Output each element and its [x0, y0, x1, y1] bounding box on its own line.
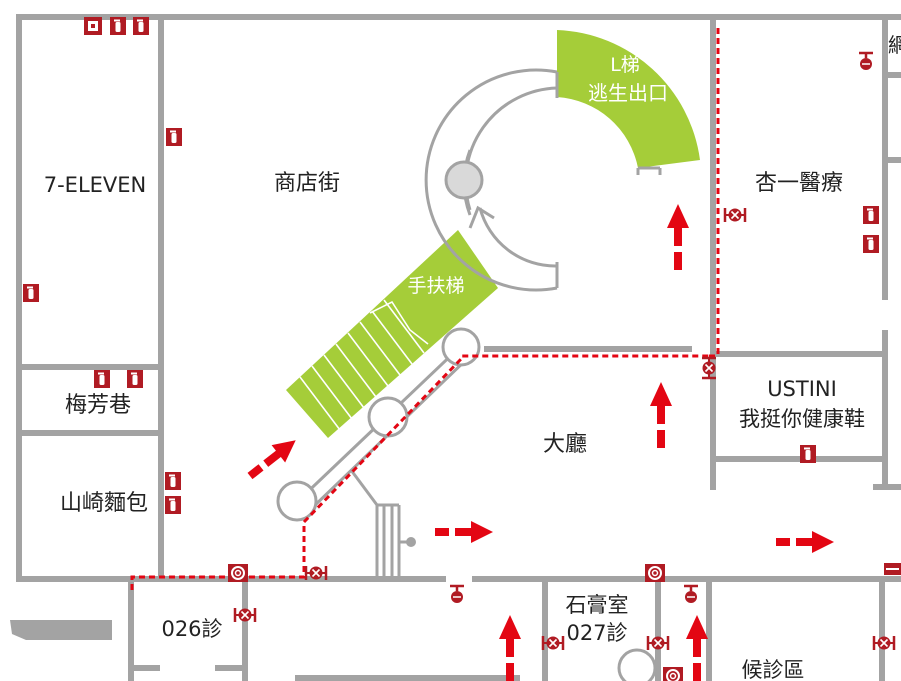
label-xingyi-clinic: 杏一醫療 — [755, 171, 843, 196]
stair-l-zone — [557, 30, 700, 168]
label-seven-eleven: 7-ELEVEN — [44, 173, 147, 197]
label-ustini: USTINI — [767, 377, 837, 401]
escape-route — [130, 28, 720, 590]
label-ustini-sub: 我挺你健康鞋 — [739, 407, 865, 431]
label-stair-l: L梯 — [610, 54, 640, 76]
fire-alarm-panel-icon — [84, 17, 102, 35]
label-yamazaki-bakery: 山崎麵包 — [60, 491, 148, 516]
evacuation-arrow-icon — [243, 204, 834, 681]
label-clinic-026: 026診 — [161, 617, 222, 641]
label-hall: 大廳 — [543, 432, 587, 457]
label-escape-exit: 逃生出口 — [588, 81, 668, 105]
label-plaster-room: 石膏室 — [566, 593, 629, 617]
label-waiting-area: 候診區 — [742, 658, 805, 681]
escalator-zone — [286, 230, 498, 438]
label-clinic-027: 027診 — [566, 621, 627, 645]
escalator-steps — [299, 299, 429, 431]
label-shopping-street: 商店街 — [274, 171, 340, 196]
label-edge-partial: 網 — [888, 33, 901, 57]
label-meifang-lane: 梅芳巷 — [65, 393, 131, 418]
spiral-stair — [424, 68, 662, 292]
label-escalator: 手扶梯 — [407, 275, 464, 297]
